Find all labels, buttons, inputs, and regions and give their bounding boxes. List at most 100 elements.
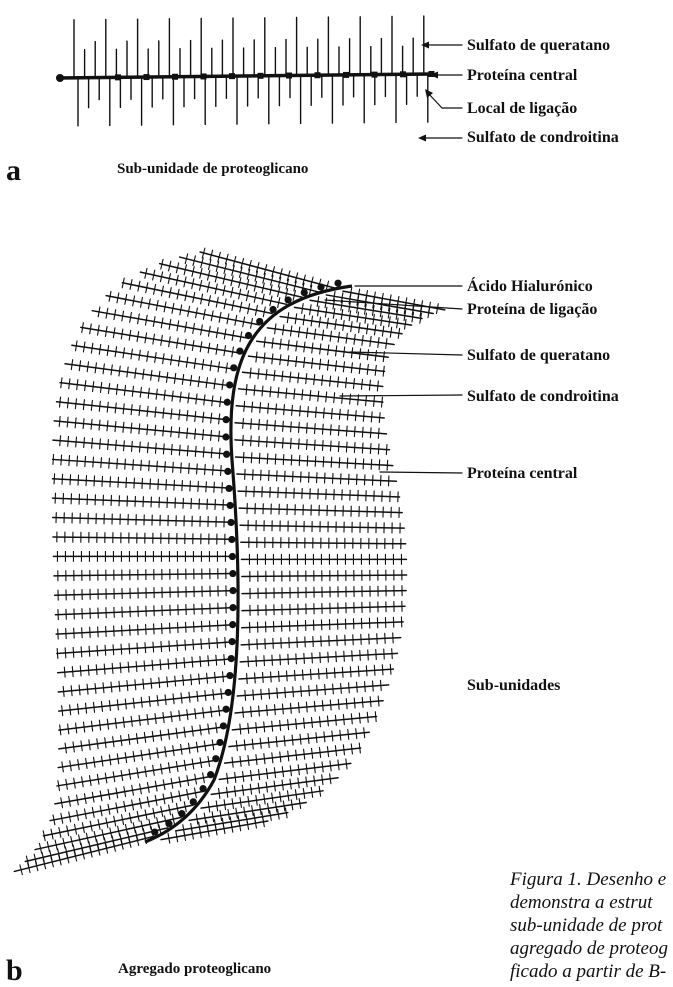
glycosaminoglycan-chain [220,811,222,821]
glycosaminoglycan-chain [248,796,249,806]
glycosaminoglycan-chain [304,749,305,759]
glycosaminoglycan-chain [216,801,217,811]
link-protein-dot [229,638,236,645]
glycosaminoglycan-chain [278,388,279,398]
link-site-marker [201,73,207,79]
glycosaminoglycan-chain [89,646,90,656]
glycosaminoglycan-chain [384,649,385,659]
glycosaminoglycan-chain [335,746,336,756]
link-protein-dot [256,318,263,325]
glycosaminoglycan-chain [93,382,94,392]
glycosaminoglycan-chain [354,334,355,344]
glycosaminoglycan-chain [79,361,80,371]
glycosaminoglycan-chain [195,429,196,439]
leader-lines [325,42,462,474]
glycosaminoglycan-chain [340,730,341,740]
link-protein-dot [222,416,229,423]
glycosaminoglycan-chain [87,684,88,694]
glycosaminoglycan-chain [326,668,327,678]
link-protein-dot [223,706,230,713]
glycosaminoglycan-chain [144,732,145,742]
glycosaminoglycan-chain [108,440,109,450]
aggregate-drawing [14,248,444,874]
glycosaminoglycan-chain [222,380,223,390]
glycosaminoglycan-chain [100,439,101,449]
glycosaminoglycan-chain [351,348,352,358]
glycosaminoglycan-chain [93,702,94,712]
glycosaminoglycan-chain [324,732,325,742]
glycosaminoglycan-chain [83,722,84,732]
glycosaminoglycan-chain [105,645,106,655]
link-protein-dot [229,604,236,611]
subunit-core-protein [200,252,335,288]
glycosaminoglycan-chain [147,406,148,416]
glycosaminoglycan-chain [390,664,391,674]
glycosaminoglycan-chain [141,460,142,470]
glycosaminoglycan-chain [155,353,156,363]
link-protein-dot [178,810,185,817]
glycosaminoglycan-chain [94,476,95,486]
glycosaminoglycan-chain [367,365,368,375]
glycosaminoglycan-chain [195,446,196,456]
subunit-core-protein [59,727,225,749]
link-protein-dot [224,399,231,406]
glycosaminoglycan-chain [275,705,276,715]
glycosaminoglycan-chain [252,806,254,816]
glycosaminoglycan-chain [283,421,284,431]
glycosaminoglycan-chain [341,310,343,320]
glycosaminoglycan-chain [69,456,70,466]
glycosaminoglycan-chain [198,377,199,387]
glycosaminoglycan-chain [331,409,332,419]
glycosaminoglycan-chain [248,755,249,765]
glycosaminoglycan-chain [136,662,137,672]
glycosaminoglycan-chain [203,430,204,440]
glycosaminoglycan-chain [362,427,363,437]
glycosaminoglycan-chain [186,622,187,632]
glycosaminoglycan-chain [135,368,136,378]
glycosaminoglycan-chain [60,725,61,735]
glycosaminoglycan-chain [338,442,339,452]
glycosaminoglycan-chain [184,658,185,668]
glycosaminoglycan-chain [155,714,156,724]
glycosaminoglycan-chain [86,476,87,486]
subunit-core-protein [219,763,350,779]
glycosaminoglycan-chain [99,401,100,411]
glycosaminoglycan-chain [107,421,108,431]
glycosaminoglycan-chain [189,743,190,753]
glycosaminoglycan-chain [75,418,76,428]
glycosaminoglycan-chain [248,723,249,733]
glycosaminoglycan-chain [319,317,320,327]
link-site-marker [400,71,406,77]
glycosaminoglycan-chain [225,620,226,630]
glycosaminoglycan-chain [148,388,149,398]
link-protein-dot [229,570,236,577]
glycosaminoglycan-chain [118,477,119,487]
link-protein-dot [228,536,235,543]
glycosaminoglycan-chain [236,808,238,818]
glycosaminoglycan-chain [256,795,257,805]
glycosaminoglycan-chain [226,363,227,373]
glycosaminoglycan-chain [108,384,109,394]
glycosaminoglycan-chain [240,756,241,766]
glycosaminoglycan-chain [131,349,132,359]
glycosaminoglycan-chain [283,325,284,335]
subunit-core-protein [240,525,404,528]
glycosaminoglycan-chain [371,412,372,422]
glycosaminoglycan-chain [212,812,214,822]
glycosaminoglycan-chain [307,456,308,466]
glycosaminoglycan-chain [291,800,293,810]
glycosaminoglycan-chain [137,643,138,653]
glycosaminoglycan-chain [163,444,164,454]
glycosaminoglycan-chain [139,715,140,725]
glycosaminoglycan-chain [244,807,246,817]
glycosaminoglycan-chain [139,424,140,434]
glycosaminoglycan-chain [322,701,323,711]
glycosaminoglycan-chain [86,703,87,713]
glycosaminoglycan-chain [122,626,123,636]
glycosaminoglycan-chain [378,428,379,438]
glycosaminoglycan-chain [288,720,289,730]
link-site-marker [144,74,150,80]
glycosaminoglycan-chain [284,405,285,415]
core-protein-end [56,74,64,82]
glycosaminoglycan-chain [70,761,71,771]
